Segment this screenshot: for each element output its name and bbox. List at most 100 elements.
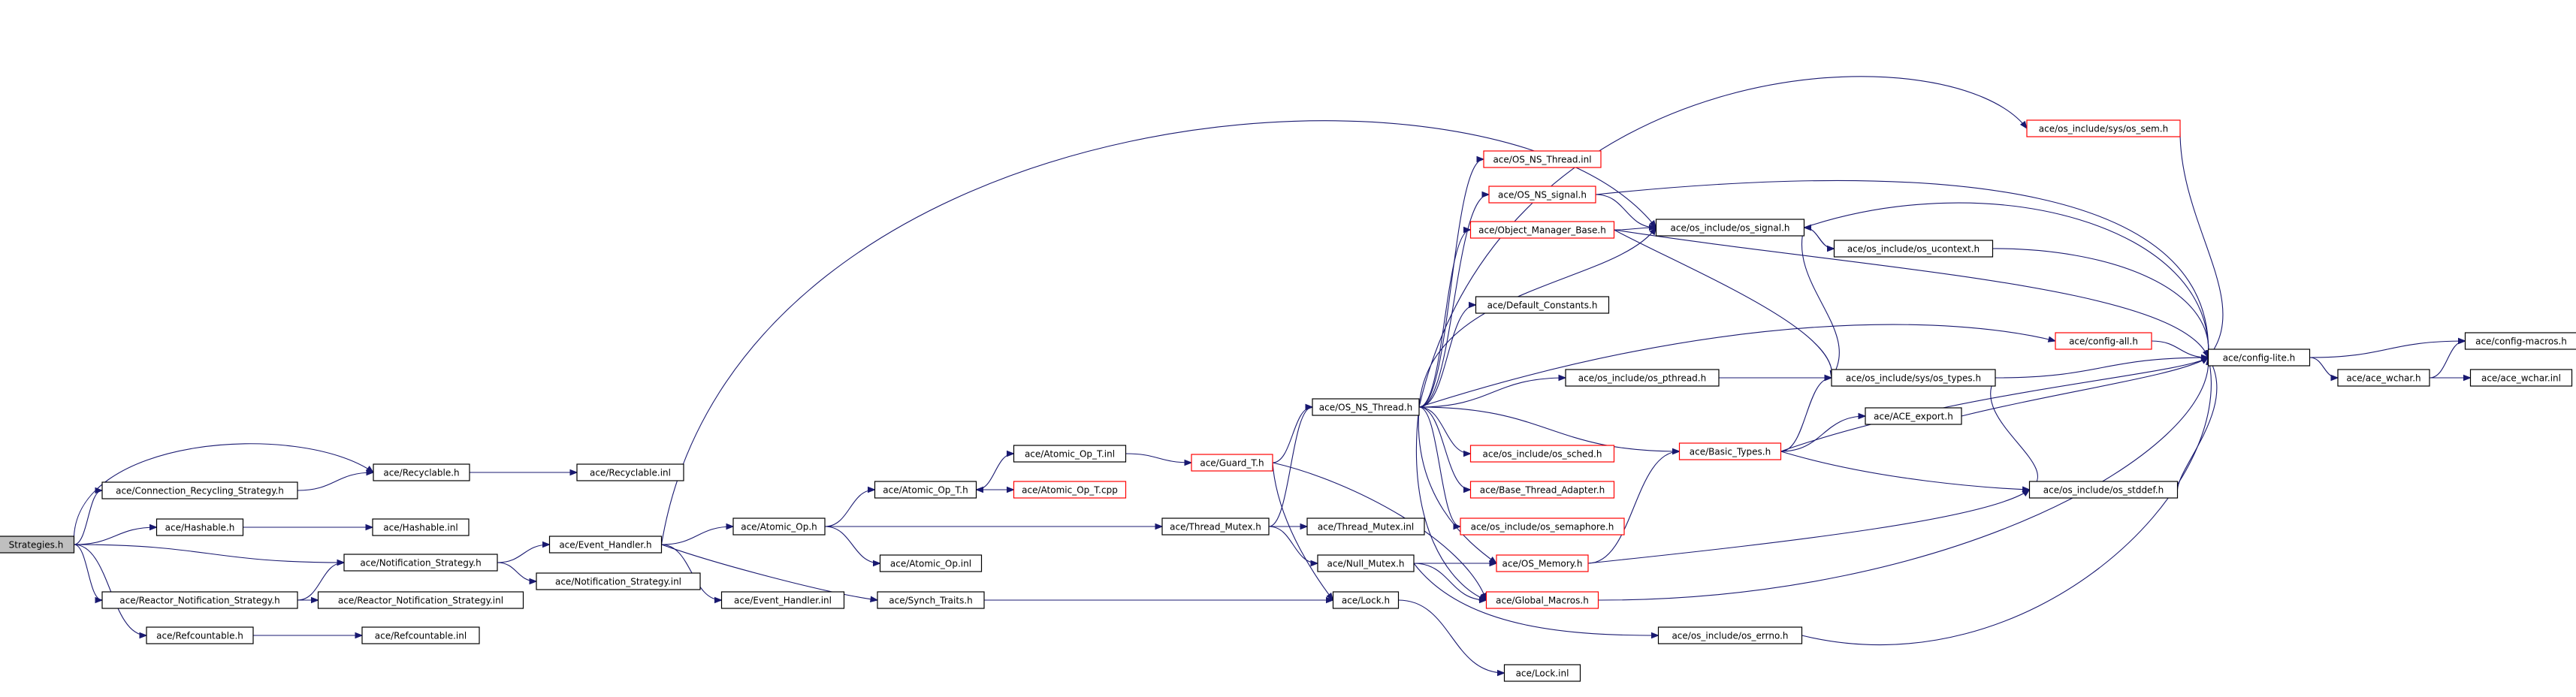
node-os_errno[interactable]: ace/os_include/os_errno.h — [1657, 626, 1803, 644]
node-atomic_op_t_cpp[interactable]: ace/Atomic_Op_T.cpp — [1013, 481, 1127, 499]
node-box-basic_types[interactable] — [1678, 442, 1782, 460]
node-box-os_sys_types[interactable] — [1831, 369, 1996, 387]
node-ace_wchar_inl[interactable]: ace/ace_wchar.inl — [2469, 369, 2573, 387]
node-box-reactor_notif_inl[interactable] — [317, 591, 524, 609]
node-box-os_pthread[interactable] — [1565, 369, 1720, 387]
node-box-null_mutex[interactable] — [1317, 554, 1415, 572]
node-ace_wchar[interactable]: ace/ace_wchar.h — [2337, 369, 2430, 387]
node-os_sys_sem[interactable]: ace/os_include/sys/os_sem.h — [2026, 119, 2181, 137]
node-null_mutex[interactable]: ace/Null_Mutex.h — [1317, 554, 1415, 572]
node-box-refcountable_inl[interactable] — [361, 626, 480, 644]
node-box-ace_wchar_inl[interactable] — [2469, 369, 2573, 387]
node-ace_export[interactable]: ace/ACE_export.h — [1865, 407, 1962, 425]
node-box-conn_recycling[interactable] — [101, 481, 298, 499]
node-box-os_sched[interactable] — [1469, 445, 1615, 463]
node-box-atomic_op_t_cpp[interactable] — [1013, 481, 1127, 499]
node-box-os_ns_thread_inl[interactable] — [1483, 150, 1602, 168]
node-thread_mutex[interactable]: ace/Thread_Mutex.h — [1161, 517, 1270, 536]
node-default_constants[interactable]: ace/Default_Constants.h — [1475, 296, 1610, 314]
node-atomic_op_t[interactable]: ace/Atomic_Op_T.h — [874, 481, 977, 499]
node-box-ace_export[interactable] — [1865, 407, 1962, 425]
node-lock_h[interactable]: ace/Lock.h — [1332, 591, 1400, 609]
node-os_signal[interactable]: ace/os_include/os_signal.h — [1655, 219, 1805, 237]
node-atomic_op[interactable]: ace/Atomic_Op.h — [732, 517, 826, 536]
node-box-notification_inl[interactable] — [536, 572, 701, 590]
node-object_manager_base[interactable]: ace/Object_Manager_Base.h — [1469, 221, 1615, 239]
node-atomic_op_t_inl[interactable]: ace/Atomic_Op_T.inl — [1013, 445, 1127, 463]
node-refcountable_inl[interactable]: ace/Refcountable.inl — [361, 626, 480, 644]
node-strategies[interactable]: Strategies.h — [0, 536, 75, 554]
node-event_handler[interactable]: ace/Event_Handler.h — [548, 536, 663, 554]
node-config_all[interactable]: ace/config-all.h — [2055, 332, 2152, 350]
node-box-recyclable_inl[interactable] — [576, 463, 684, 481]
node-os_memory[interactable]: ace/OS_Memory.h — [1496, 554, 1589, 572]
node-os_ns_thread[interactable]: ace/OS_NS_Thread.h — [1312, 398, 1420, 416]
node-box-os_ns_signal[interactable] — [1488, 186, 1596, 204]
node-synch_traits[interactable]: ace/Synch_Traits.h — [877, 591, 985, 609]
node-conn_recycling[interactable]: ace/Connection_Recycling_Strategy.h — [101, 481, 298, 499]
node-box-config_macros[interactable] — [2464, 332, 2576, 350]
node-os_ns_thread_inl[interactable]: ace/OS_NS_Thread.inl — [1483, 150, 1602, 168]
node-box-thread_mutex[interactable] — [1161, 517, 1270, 536]
node-box-synch_traits[interactable] — [877, 591, 985, 609]
node-box-thread_mutex_inl[interactable] — [1306, 517, 1425, 536]
node-box-lock_inl[interactable] — [1503, 664, 1581, 682]
node-box-hashable[interactable] — [156, 518, 244, 536]
node-box-base_thread_adapter[interactable] — [1469, 481, 1615, 499]
node-config_lite[interactable]: ace/config-lite.h — [2207, 348, 2311, 367]
node-os_ucontext[interactable]: ace/os_include/os_ucontext.h — [1833, 240, 1994, 258]
node-box-object_manager_base[interactable] — [1469, 221, 1615, 239]
node-basic_types[interactable]: ace/Basic_Types.h — [1678, 442, 1782, 460]
node-os_stddef[interactable]: ace/os_include/os_stddef.h — [2028, 481, 2179, 499]
node-os_pthread[interactable]: ace/os_include/os_pthread.h — [1565, 369, 1720, 387]
node-box-config_lite[interactable] — [2207, 348, 2311, 367]
node-guard_t[interactable]: ace/Guard_T.h — [1191, 454, 1273, 472]
node-box-lock_h[interactable] — [1332, 591, 1400, 609]
node-box-os_ns_thread[interactable] — [1312, 398, 1420, 416]
node-box-recyclable[interactable] — [373, 463, 470, 481]
node-event_handler_inl[interactable]: ace/Event_Handler.inl — [720, 591, 845, 609]
node-global_macros[interactable]: ace/Global_Macros.h — [1485, 591, 1599, 609]
node-box-event_handler_inl[interactable] — [720, 591, 845, 609]
node-box-atomic_op_t_inl[interactable] — [1013, 445, 1127, 463]
node-box-os_errno[interactable] — [1657, 626, 1803, 644]
node-box-refcountable[interactable] — [146, 626, 254, 644]
node-config_macros[interactable]: ace/config-macros.h — [2464, 332, 2576, 350]
node-os_sys_types[interactable]: ace/os_include/sys/os_types.h — [1831, 369, 1996, 387]
node-box-os_stddef[interactable] — [2028, 481, 2179, 499]
node-box-atomic_op[interactable] — [732, 517, 826, 536]
node-box-reactor_notif[interactable] — [101, 591, 298, 609]
node-box-atomic_op_inl[interactable] — [879, 554, 983, 572]
node-box-os_signal[interactable] — [1655, 219, 1805, 237]
node-reactor_notif_inl[interactable]: ace/Reactor_Notification_Strategy.inl — [317, 591, 524, 609]
node-os_semaphore[interactable]: ace/os_include/os_semaphore.h — [1460, 517, 1625, 536]
node-box-config_all[interactable] — [2055, 332, 2152, 350]
node-refcountable[interactable]: ace/Refcountable.h — [146, 626, 254, 644]
node-box-event_handler[interactable] — [548, 536, 663, 554]
node-hashable_inl[interactable]: ace/Hashable.inl — [372, 518, 470, 536]
node-notification_inl[interactable]: ace/Notification_Strategy.inl — [536, 572, 701, 590]
node-box-strategies[interactable] — [0, 536, 75, 554]
node-os_sched[interactable]: ace/os_include/os_sched.h — [1469, 445, 1615, 463]
node-box-os_memory[interactable] — [1496, 554, 1589, 572]
node-box-os_ucontext[interactable] — [1833, 240, 1994, 258]
node-box-atomic_op_t[interactable] — [874, 481, 977, 499]
node-box-os_sys_sem[interactable] — [2026, 119, 2181, 137]
node-recyclable_inl[interactable]: ace/Recyclable.inl — [576, 463, 684, 481]
node-hashable[interactable]: ace/Hashable.h — [156, 518, 244, 536]
node-box-os_semaphore[interactable] — [1460, 517, 1625, 536]
node-base_thread_adapter[interactable]: ace/Base_Thread_Adapter.h — [1469, 481, 1615, 499]
node-thread_mutex_inl[interactable]: ace/Thread_Mutex.inl — [1306, 517, 1425, 536]
node-box-notification[interactable] — [343, 554, 498, 572]
node-os_ns_signal[interactable]: ace/OS_NS_signal.h — [1488, 186, 1596, 204]
node-reactor_notif[interactable]: ace/Reactor_Notification_Strategy.h — [101, 591, 298, 609]
node-box-ace_wchar[interactable] — [2337, 369, 2430, 387]
node-recyclable[interactable]: ace/Recyclable.h — [373, 463, 470, 481]
node-box-default_constants[interactable] — [1475, 296, 1610, 314]
node-notification[interactable]: ace/Notification_Strategy.h — [343, 554, 498, 572]
node-box-global_macros[interactable] — [1485, 591, 1599, 609]
node-lock_inl[interactable]: ace/Lock.inl — [1503, 664, 1581, 682]
node-atomic_op_inl[interactable]: ace/Atomic_Op.inl — [879, 554, 983, 572]
node-box-hashable_inl[interactable] — [372, 518, 470, 536]
node-box-guard_t[interactable] — [1191, 454, 1273, 472]
